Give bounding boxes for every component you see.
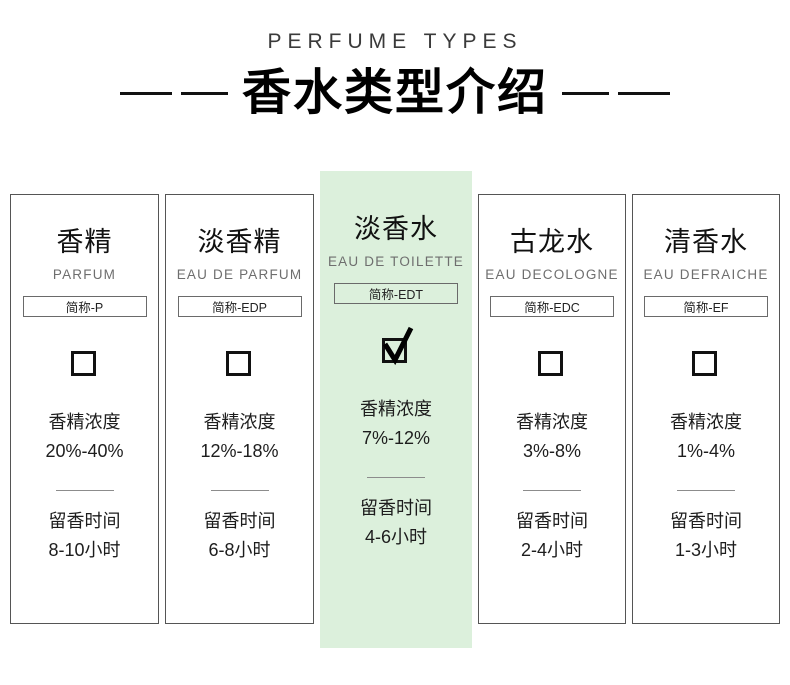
perfume-card-parfum[interactable]: 香精 PARFUM 简称-P 香精浓度 20%-40% 留香时间 8-10小时: [10, 194, 159, 624]
right-rule-group: [562, 91, 670, 95]
card-name-en: EAU DE TOILETTE: [327, 254, 465, 269]
horizontal-rule-icon: [180, 91, 228, 95]
duration-value: 8-10小时: [48, 540, 121, 560]
duration-value: 6-8小时: [208, 540, 271, 560]
page-header: PERFUME TYPES 香水类型介绍: [0, 0, 790, 160]
checkbox-square-icon: [70, 351, 96, 376]
card-concentration: 香精浓度 20%-40%: [45, 408, 123, 466]
perfume-card-eau-defraiche[interactable]: 清香水 EAU DEFRAICHE 简称-EF 香精浓度 1%-4% 留香时间 …: [632, 194, 780, 624]
card-name-en: EAU DEFRAICHE: [643, 267, 769, 282]
card-name-cn: 香精: [56, 227, 113, 257]
page-title: 香水类型介绍: [241, 65, 548, 120]
checkbox-square-icon: [225, 351, 251, 376]
duration-value: 4-6小时: [364, 527, 427, 547]
card-abbreviation: 简称-EDC: [490, 296, 614, 317]
card-duration: 留香时间 1-3小时: [670, 507, 742, 565]
left-rule-group: [119, 91, 228, 95]
card-checkbox[interactable]: [686, 345, 726, 381]
section-divider: [523, 490, 581, 491]
concentration-label: 香精浓度: [203, 412, 276, 432]
card-checkbox[interactable]: [376, 326, 416, 368]
concentration-label: 香精浓度: [516, 412, 588, 432]
card-name-cn: 淡香水: [354, 214, 438, 244]
concentration-value: 7%-12%: [361, 428, 431, 448]
section-divider: [55, 490, 114, 491]
checkbox-square-icon: [538, 351, 563, 376]
perfume-card-eau-de-parfum[interactable]: 淡香精 EAU DE PARFUM 简称-EDP 香精浓度 12%-18% 留香…: [165, 194, 314, 624]
horizontal-rule-icon: [562, 91, 609, 95]
duration-label: 留香时间: [203, 511, 276, 531]
card-abbreviation: 简称-P: [22, 296, 147, 317]
duration-label: 留香时间: [516, 511, 588, 531]
horizontal-rule-icon: [119, 91, 172, 95]
section-divider: [210, 490, 269, 491]
section-divider: [677, 490, 735, 491]
concentration-value: 20%-40%: [45, 441, 124, 461]
card-name-cn: 清香水: [664, 227, 748, 257]
duration-label: 留香时间: [48, 511, 121, 531]
concentration-value: 1%-4%: [676, 441, 736, 461]
card-concentration: 香精浓度 1%-4%: [670, 408, 742, 466]
card-name-cn: 古龙水: [510, 227, 594, 257]
card-abbreviation: 简称-EDP: [177, 296, 302, 317]
concentration-label: 香精浓度: [48, 412, 121, 432]
card-duration: 留香时间 2-4小时: [516, 507, 588, 565]
card-name-en: EAU DE PARFUM: [176, 267, 303, 282]
section-divider: [367, 477, 425, 478]
checkbox-square-icon: [692, 351, 717, 376]
card-abbreviation: 简称-EF: [644, 296, 768, 317]
page-title-row: 香水类型介绍: [0, 62, 790, 124]
card-concentration: 香精浓度 12%-18%: [200, 408, 278, 466]
concentration-value: 3%-8%: [522, 441, 582, 461]
horizontal-rule-icon: [618, 91, 670, 95]
duration-value: 1-3小时: [674, 540, 737, 560]
card-checkbox[interactable]: [65, 345, 105, 381]
card-name-cn: 淡香精: [197, 227, 282, 257]
perfume-type-cards: 香精 PARFUM 简称-P 香精浓度 20%-40% 留香时间 8-10小时 …: [0, 160, 790, 665]
perfume-card-eau-decologne[interactable]: 古龙水 EAU DECOLOGNE 简称-EDC 香精浓度 3%-8% 留香时间…: [478, 194, 626, 624]
card-concentration: 香精浓度 7%-12%: [360, 395, 432, 453]
concentration-value: 12%-18%: [200, 441, 279, 461]
concentration-label: 香精浓度: [670, 412, 742, 432]
perfume-card-eau-de-toilette[interactable]: 淡香水 EAU DE TOILETTE 简称-EDT 香精浓度 7%-12% 留…: [320, 171, 472, 648]
card-duration: 留香时间 6-8小时: [204, 507, 276, 565]
card-checkbox[interactable]: [220, 345, 260, 381]
checkmark-icon: [382, 326, 414, 366]
duration-value: 2-4小时: [520, 540, 583, 560]
card-name-en: EAU DECOLOGNE: [485, 267, 619, 282]
card-duration: 留香时间 4-6小时: [360, 494, 432, 552]
duration-label: 留香时间: [670, 511, 742, 531]
card-checkbox[interactable]: [532, 345, 572, 381]
card-name-en: PARFUM: [52, 267, 117, 282]
card-duration: 留香时间 8-10小时: [48, 507, 120, 565]
page-eyebrow: PERFUME TYPES: [267, 30, 523, 53]
concentration-label: 香精浓度: [360, 399, 432, 419]
card-concentration: 香精浓度 3%-8%: [516, 408, 588, 466]
duration-label: 留香时间: [360, 498, 432, 518]
card-abbreviation: 简称-EDT: [334, 283, 458, 304]
